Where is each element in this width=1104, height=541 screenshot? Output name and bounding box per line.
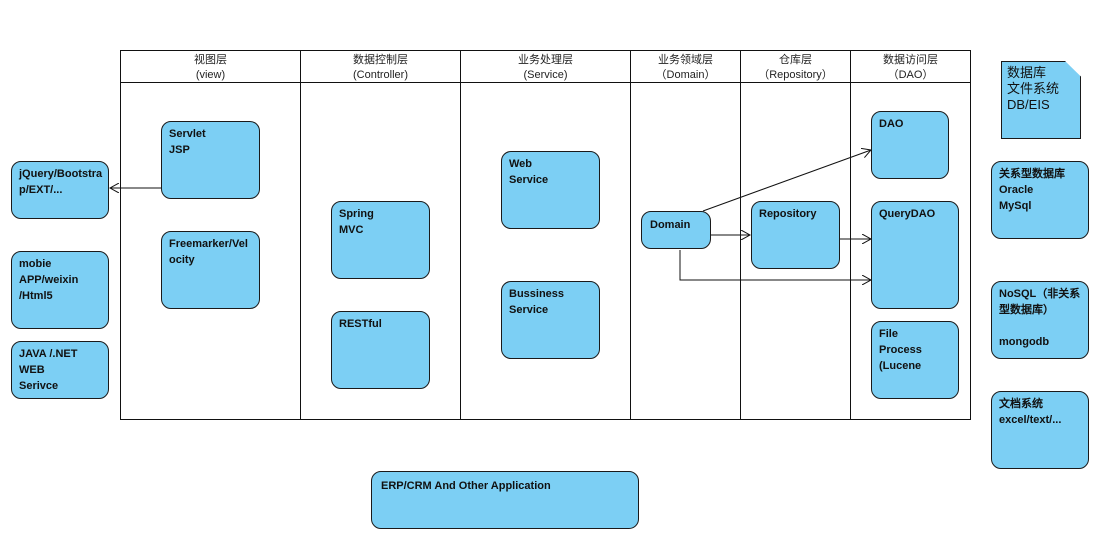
node-web-service[interactable]: Web Service: [501, 151, 600, 229]
node-java-net-webservice[interactable]: JAVA /.NET WEB Serivce: [11, 341, 109, 399]
layer-title: 仓库层: [779, 54, 812, 66]
layer-title: 业务处理层: [518, 54, 573, 66]
layer-header-service: 业务处理层 (Service): [461, 51, 630, 83]
arrow-domain-to-querydao: [679, 250, 871, 280]
layer-title: 数据控制层: [353, 54, 408, 66]
node-spring-mvc[interactable]: Spring MVC: [331, 201, 430, 279]
node-bussiness-service[interactable]: Bussiness Service: [501, 281, 600, 359]
node-dao[interactable]: DAO: [871, 111, 949, 179]
node-document-system[interactable]: 文档系统 excel/text/...: [991, 391, 1089, 469]
node-file-process[interactable]: File Process (Lucene: [871, 321, 959, 399]
node-erp-crm-application[interactable]: ERP/CRM And Other Application: [371, 471, 639, 529]
node-restful[interactable]: RESTful: [331, 311, 430, 389]
node-repository[interactable]: Repository: [751, 201, 840, 269]
node-freemarker-velocity[interactable]: Freemarker/Vel ocity: [161, 231, 260, 309]
note-database-filesystem: 数据库 文件系统 DB/EIS: [1001, 61, 1081, 139]
node-servlet-jsp[interactable]: Servlet JSP: [161, 121, 260, 199]
layer-header-repository: 仓库层 （Repository）: [741, 51, 850, 83]
node-relational-database[interactable]: 关系型数据库 Oracle MySql: [991, 161, 1089, 239]
node-domain[interactable]: Domain: [641, 211, 711, 249]
layer-header-controller: 数据控制层 (Controller): [301, 51, 460, 83]
layer-header-domain: 业务领域层 （Domain）: [631, 51, 740, 83]
node-querydao[interactable]: QueryDAO: [871, 201, 959, 309]
node-jquery-bootstrap[interactable]: jQuery/Bootstra p/EXT/...: [11, 161, 109, 219]
layer-title: 数据访问层: [883, 54, 938, 66]
node-mobile-app[interactable]: mobie APP/weixin /Html5: [11, 251, 109, 329]
layer-title: 视图层: [194, 54, 227, 66]
layer-header-dao: 数据访问层 （DAO）: [851, 51, 970, 83]
layer-header-view: 视图层 (view): [121, 51, 300, 83]
layer-subtitle: (Service): [523, 69, 568, 81]
layer-subtitle: （Repository）: [758, 69, 833, 81]
layer-subtitle: （DAO）: [887, 69, 934, 81]
node-nosql[interactable]: NoSQL（非关系 型数据库） mongodb: [991, 281, 1089, 359]
layer-subtitle: (view): [195, 69, 226, 81]
layer-title: 业务领域层: [658, 54, 713, 66]
swimlane-frame: [120, 50, 971, 420]
arrow-domain-to-dao: [702, 150, 871, 212]
layer-subtitle: （Domain）: [655, 69, 716, 81]
layer-subtitle: (Controller): [352, 69, 408, 81]
